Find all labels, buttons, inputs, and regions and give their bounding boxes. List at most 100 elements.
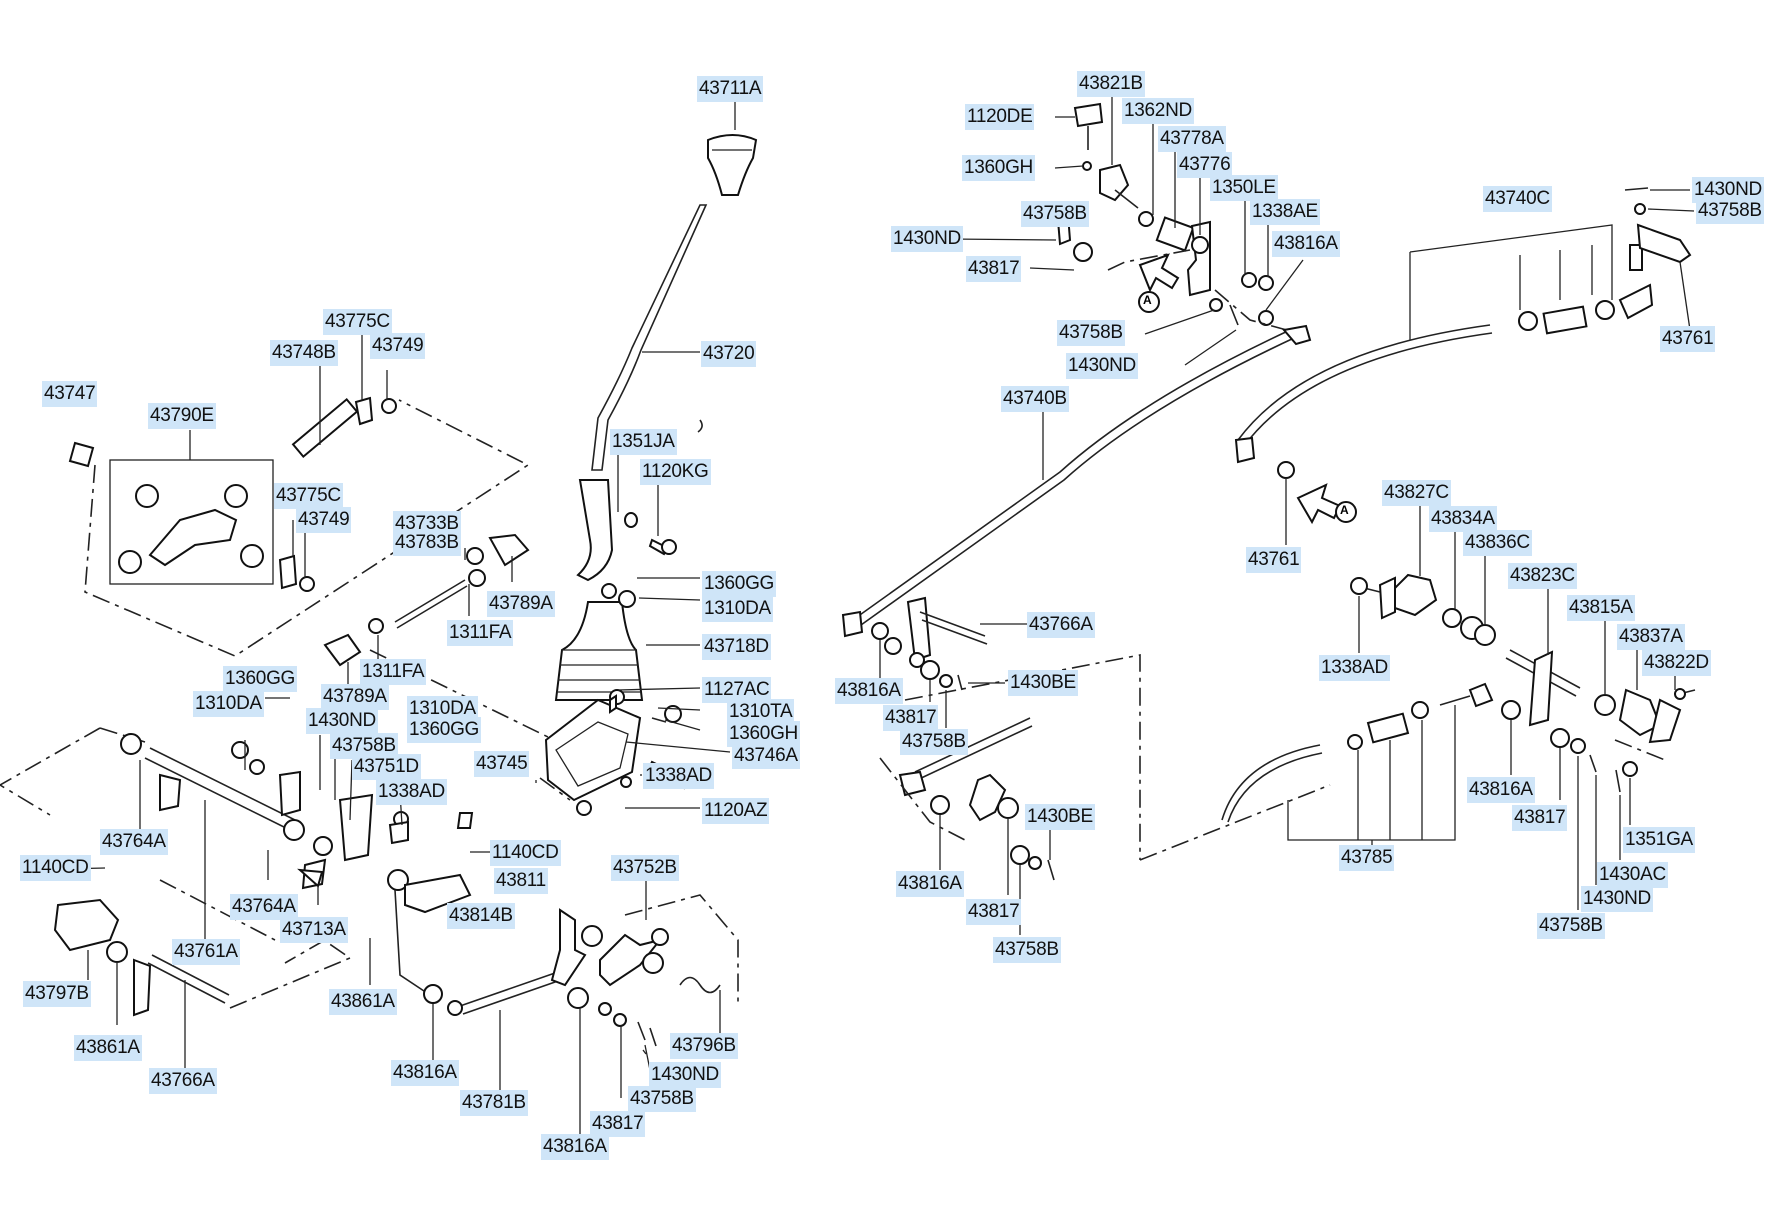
callout-43761-mid[interactable]: 43761: [1246, 547, 1302, 573]
callout-1360gg-left[interactable]: 1360GG: [223, 666, 298, 692]
callout-1430nd-top-mid[interactable]: 1430ND: [1066, 353, 1138, 379]
callout-43766a-mid[interactable]: 43766A: [1027, 612, 1095, 638]
callout-1310da-right[interactable]: 1310DA: [702, 596, 773, 622]
callout-1338ae[interactable]: 1338AE: [1250, 199, 1320, 225]
callout-1430be-top[interactable]: 1430BE: [1008, 670, 1078, 696]
rod-43740c: [1234, 187, 1692, 525]
callout-1338ad-right[interactable]: 1338AD: [1319, 655, 1390, 681]
callout-43817-mid-bottom[interactable]: 43817: [966, 899, 1022, 925]
callout-43761a[interactable]: 43761A: [172, 939, 240, 965]
callout-43758b-left[interactable]: 43758B: [330, 733, 398, 759]
callout-1351ga[interactable]: 1351GA: [1623, 827, 1695, 853]
callout-43749-top[interactable]: 43749: [370, 333, 426, 359]
callout-43796b[interactable]: 43796B: [670, 1033, 738, 1059]
callout-43834a[interactable]: 43834A: [1429, 506, 1497, 532]
callout-1430nd-right[interactable]: 1430ND: [1581, 886, 1653, 912]
callout-43766a-left[interactable]: 43766A: [149, 1068, 217, 1094]
callout-43816a-right[interactable]: 43816A: [1467, 777, 1535, 803]
callout-43814b[interactable]: 43814B: [447, 903, 515, 929]
callout-1430nd-bottom[interactable]: 1430ND: [649, 1062, 721, 1088]
callout-1350le[interactable]: 1350LE: [1210, 175, 1278, 201]
callout-43781b[interactable]: 43781B: [460, 1090, 528, 1116]
callout-43758b-mid-left[interactable]: 43758B: [900, 729, 968, 755]
callout-43711a[interactable]: 43711A: [697, 76, 764, 102]
callout-1120az[interactable]: 1120AZ: [702, 798, 770, 824]
callout-43740c[interactable]: 43740C: [1483, 186, 1552, 212]
callout-1120de[interactable]: 1120DE: [965, 104, 1035, 130]
callout-43789a-top[interactable]: 43789A: [487, 591, 555, 617]
callout-43720[interactable]: 43720: [701, 341, 757, 367]
callout-43758b-top[interactable]: 43758B: [1021, 201, 1089, 227]
callout-43758b-bottom[interactable]: 43758B: [628, 1086, 696, 1112]
callout-1311fa-bottom[interactable]: 1311FA: [360, 659, 427, 685]
callout-43823c[interactable]: 43823C: [1508, 563, 1577, 589]
callout-1360gg-mid[interactable]: 1360GG: [407, 717, 482, 743]
callout-1360gg-right[interactable]: 1360GG: [702, 571, 777, 597]
callout-43822d[interactable]: 43822D: [1642, 650, 1711, 676]
callout-1310da-left[interactable]: 1310DA: [193, 691, 264, 717]
callout-1338ad-mid[interactable]: 1338AD: [643, 763, 714, 789]
callout-43790e[interactable]: 43790E: [148, 403, 216, 429]
callout-43764a-top[interactable]: 43764A: [100, 829, 168, 855]
callout-43861a-left[interactable]: 43861A: [74, 1035, 142, 1061]
callout-43758b-top-right[interactable]: 43758B: [1696, 198, 1764, 224]
callout-43817-bottom[interactable]: 43817: [590, 1111, 646, 1137]
callout-43776[interactable]: 43776: [1177, 152, 1233, 178]
callout-43821b[interactable]: 43821B: [1077, 71, 1145, 97]
callout-43761-right[interactable]: 43761: [1660, 326, 1716, 352]
callout-43815a[interactable]: 43815A: [1567, 595, 1635, 621]
callout-1351ja[interactable]: 1351JA: [610, 429, 677, 455]
callout-43746a[interactable]: 43746A: [732, 743, 800, 769]
callout-43785[interactable]: 43785: [1339, 845, 1395, 871]
callout-1430be-bottom[interactable]: 1430BE: [1025, 804, 1095, 830]
callout-1140cd-left[interactable]: 1140CD: [20, 855, 91, 881]
callout-1430nd-top[interactable]: 1430ND: [891, 226, 963, 252]
callout-1311fa-top[interactable]: 1311FA: [447, 620, 514, 646]
callout-43817-right[interactable]: 43817: [1512, 805, 1568, 831]
callout-1338ad-left[interactable]: 1338AD: [376, 779, 447, 805]
callout-43817-mid-left[interactable]: 43817: [883, 705, 939, 731]
callout-43789a-bottom[interactable]: 43789A: [321, 684, 389, 710]
callout-1120kg[interactable]: 1120KG: [640, 459, 711, 485]
callout-1360gh-top[interactable]: 1360GH: [962, 155, 1035, 181]
callout-43816a-top[interactable]: 43816A: [1272, 231, 1340, 257]
callout-1362nd[interactable]: 1362ND: [1122, 98, 1194, 124]
callout-43740b[interactable]: 43740B: [1001, 386, 1069, 412]
callout-1310ta[interactable]: 1310TA: [727, 699, 795, 725]
callout-43758b-top-mid[interactable]: 43758B: [1057, 320, 1125, 346]
callout-1360gh-mid[interactable]: 1360GH: [727, 721, 800, 747]
callout-43751d[interactable]: 43751D: [352, 754, 421, 780]
callout-43816a-mid-bottom[interactable]: 43816A: [896, 871, 964, 897]
callout-43836c[interactable]: 43836C: [1463, 530, 1532, 556]
callout-43713a[interactable]: 43713A: [280, 917, 348, 943]
callout-1140cd-mid[interactable]: 1140CD: [490, 840, 561, 866]
callout-43778a[interactable]: 43778A: [1158, 126, 1226, 152]
callout-1430ac[interactable]: 1430AC: [1597, 862, 1668, 888]
callout-43752b[interactable]: 43752B: [611, 855, 679, 881]
callout-43861a-mid[interactable]: 43861A: [329, 989, 397, 1015]
callout-43811[interactable]: 43811: [494, 868, 548, 894]
callout-43758b-mid-bottom[interactable]: 43758B: [993, 937, 1061, 963]
callout-1430nd-left[interactable]: 1430ND: [306, 708, 378, 734]
callout-43748b[interactable]: 43748B: [270, 340, 338, 366]
callout-43837a[interactable]: 43837A: [1617, 624, 1685, 650]
callout-43775c-top[interactable]: 43775C: [323, 309, 392, 335]
callout-43816a-bottom[interactable]: 43816A: [541, 1134, 609, 1160]
callout-43745[interactable]: 43745: [474, 751, 530, 777]
callout-43817-top[interactable]: 43817: [966, 256, 1022, 282]
callout-43749-bottom[interactable]: 43749: [296, 507, 352, 533]
callout-43775c-bottom[interactable]: 43775C: [274, 483, 343, 509]
callout-43764a-bottom[interactable]: 43764A: [230, 894, 298, 920]
callout-43718d[interactable]: 43718D: [702, 634, 771, 660]
callout-43747[interactable]: 43747: [42, 381, 98, 407]
callout-43827c[interactable]: 43827C: [1382, 480, 1451, 506]
callout-43816a-bottom-left[interactable]: 43816A: [391, 1060, 459, 1086]
callout-43783b[interactable]: 43783B: [393, 530, 461, 556]
callout-1127ac[interactable]: 1127AC: [702, 677, 772, 703]
callout-43758b-right[interactable]: 43758B: [1537, 913, 1605, 939]
callout-43797b[interactable]: 43797B: [23, 981, 91, 1007]
callout-43816a-mid-left[interactable]: 43816A: [835, 678, 903, 704]
view-marker-a-top: A: [1143, 293, 1152, 307]
